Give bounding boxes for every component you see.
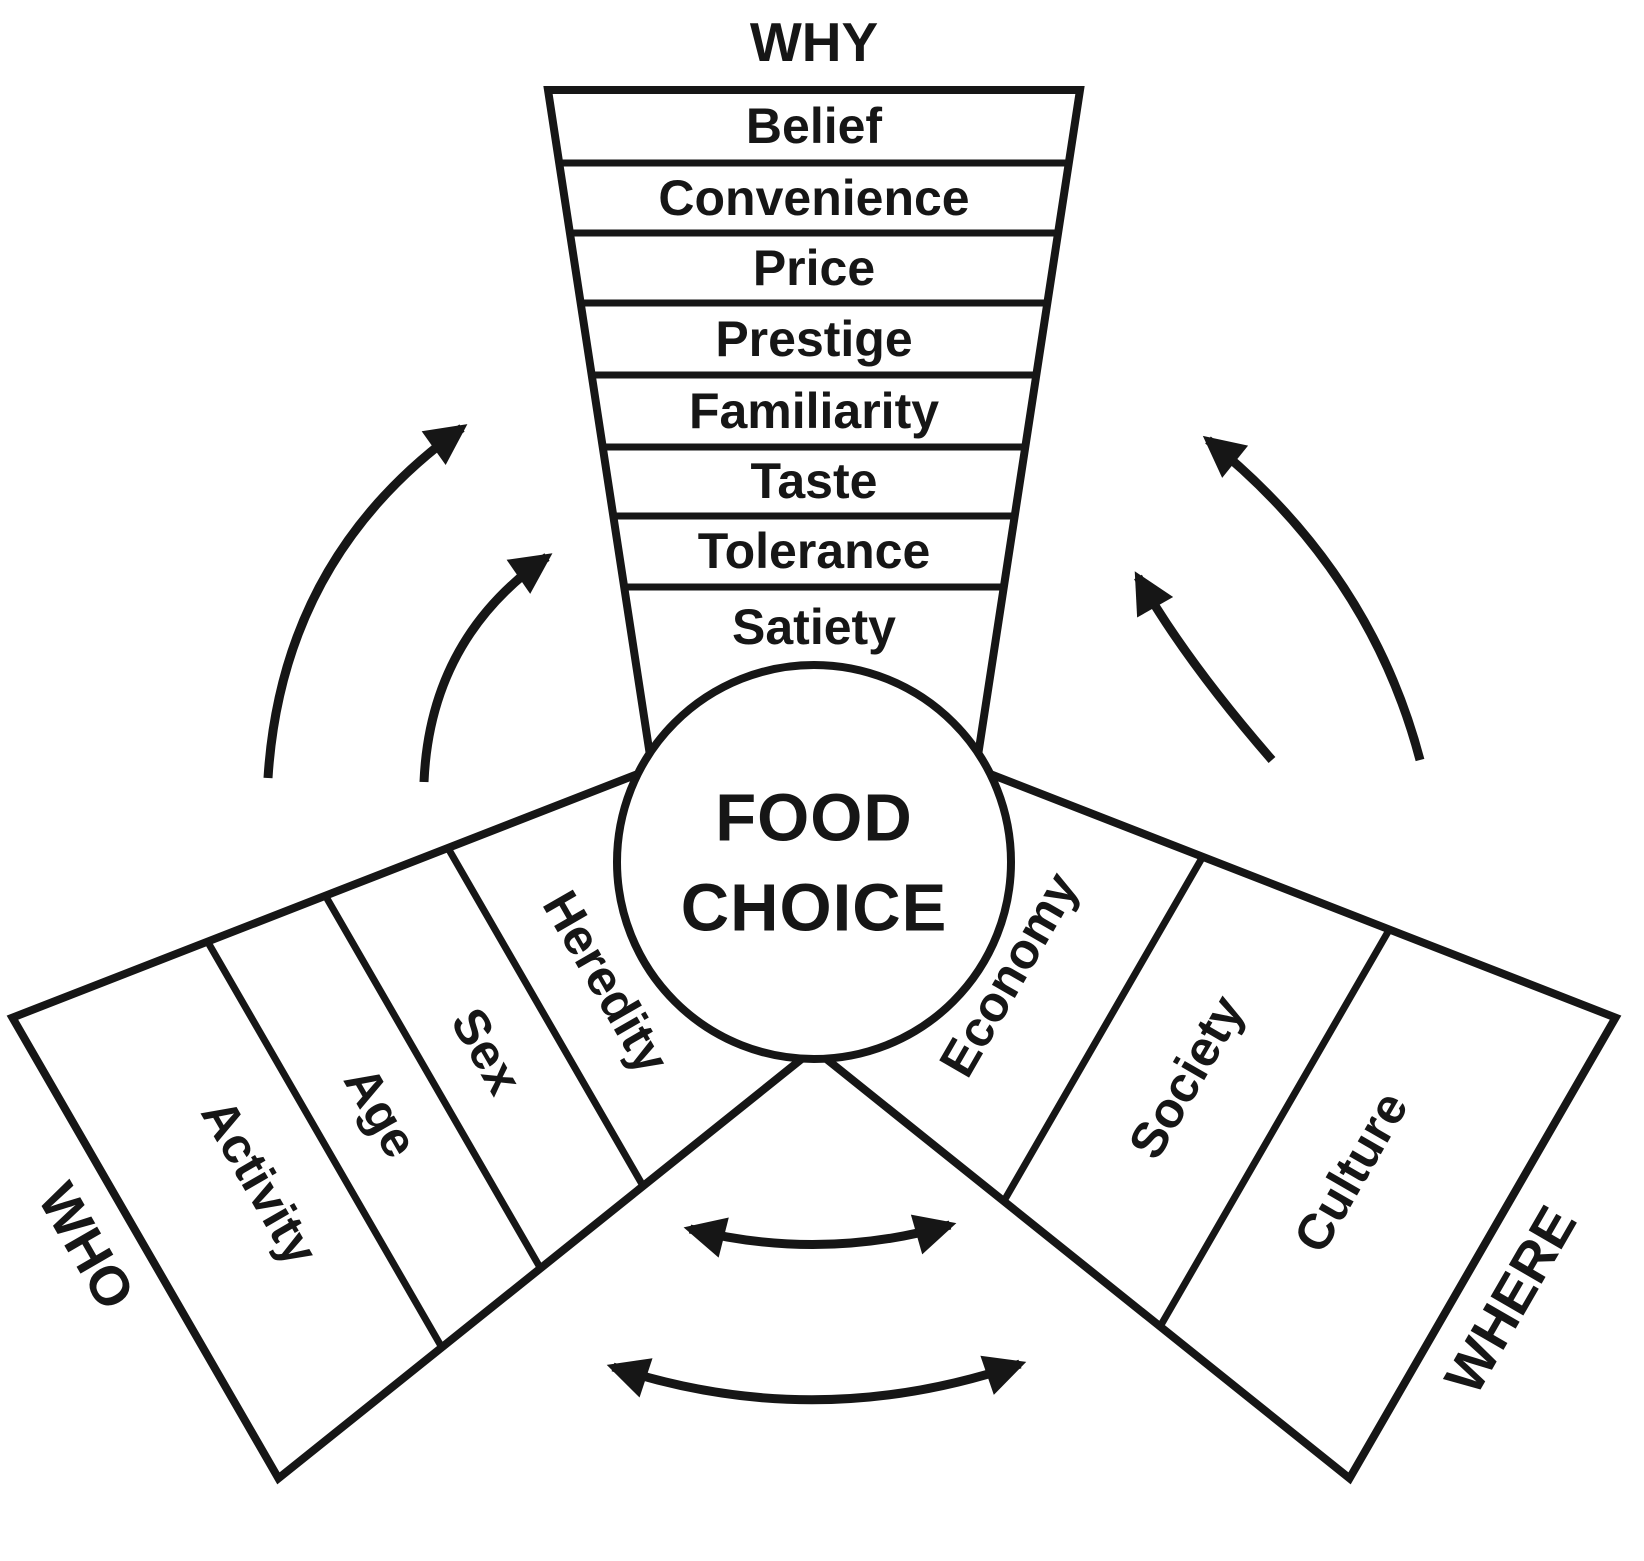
- food-choice-label-line1: FOOD: [715, 781, 913, 856]
- food-choice-label-line2: CHOICE: [681, 871, 948, 946]
- tolerance-segment-label: Tolerance: [698, 523, 931, 579]
- belief-segment-label: Belief: [746, 98, 883, 154]
- who-divider-1: [166, 873, 483, 1414]
- arrow-who-where-lower: [606, 1355, 1027, 1405]
- arrow-where-to-why-inner: [1134, 571, 1276, 763]
- where-divider-1: [1116, 858, 1433, 1400]
- food-choice-circle: [613, 661, 1015, 1063]
- convenience-segment-label: Convenience: [658, 170, 969, 226]
- why-arm-label: WHY: [750, 11, 878, 73]
- price-segment-label: Price: [753, 240, 875, 296]
- food-choice-hub: FOOD CHOICE: [613, 661, 1015, 1063]
- relationship-arrows: [263, 424, 1425, 1405]
- who-divider-2: [274, 810, 591, 1352]
- arrow-who-where-upper: [683, 1214, 957, 1258]
- taste-segment-label: Taste: [751, 453, 878, 509]
- arrow-where-to-why-outer: [1202, 435, 1425, 762]
- prestige-segment-label: Prestige: [715, 311, 912, 367]
- satiety-segment-label: Satiety: [732, 599, 896, 655]
- why-arm: WHY Belief Convenience Price Prestige Fa…: [543, 11, 1085, 766]
- arrow-who-to-why-outer: [263, 424, 468, 779]
- arrow-who-to-why-inner: [419, 553, 553, 783]
- familiarity-segment-label: Familiarity: [689, 383, 939, 439]
